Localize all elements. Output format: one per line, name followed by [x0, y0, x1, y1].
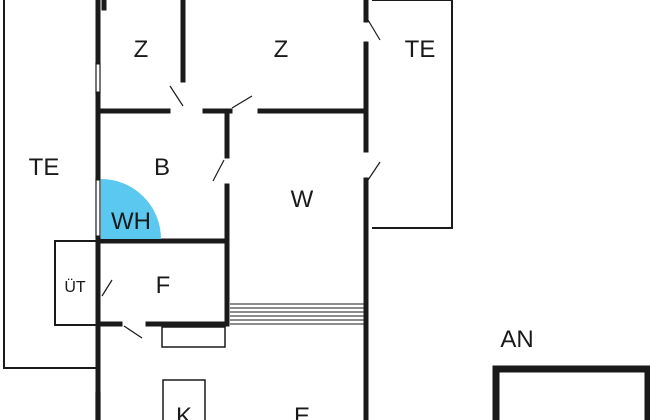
label-b: B	[154, 154, 170, 181]
walls	[95, 0, 369, 420]
label-te-right: TE	[405, 36, 436, 63]
k-box	[162, 379, 206, 420]
terrace-right-outline	[372, 0, 453, 229]
stairs	[230, 303, 364, 325]
label-te-left: TE	[29, 154, 60, 181]
label-wh: WH	[111, 208, 151, 235]
label-k: K	[176, 403, 192, 420]
label-an: AN	[500, 326, 533, 353]
label-ut: ÜT	[64, 278, 86, 296]
door-swings	[101, 19, 381, 339]
wh-area	[101, 179, 161, 239]
ut-box	[54, 240, 99, 326]
terrace-left-outline	[3, 0, 97, 369]
label-f-upper: F	[156, 272, 171, 299]
label-w: W	[291, 186, 314, 213]
label-z-right: Z	[274, 36, 289, 63]
label-z-left: Z	[134, 36, 149, 63]
windows	[95, 62, 101, 420]
f-shelf	[161, 326, 226, 348]
an-building	[492, 365, 650, 420]
label-e: E	[294, 403, 310, 420]
